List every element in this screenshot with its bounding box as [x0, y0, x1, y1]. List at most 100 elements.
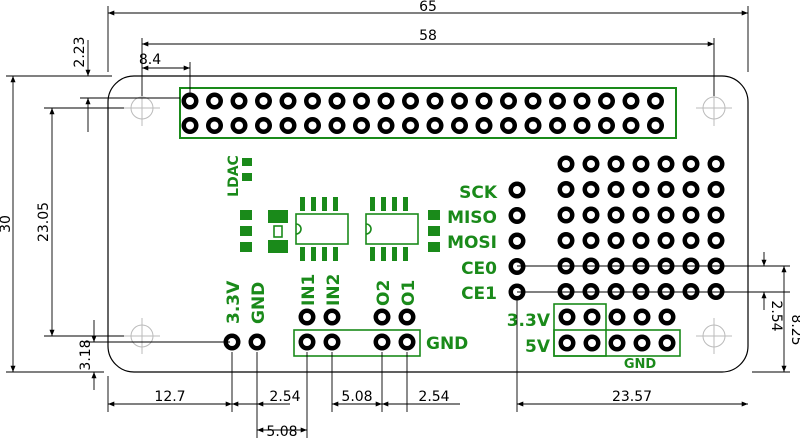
dim-width-total: 65: [419, 0, 437, 15]
dim-right-height: 8.25: [788, 314, 800, 345]
power-pad-hole: [563, 313, 571, 321]
dim-bottom-x4: 2.54: [418, 389, 449, 405]
gpio-pad-hole: [529, 121, 537, 130]
power-pad-hole: [588, 313, 596, 321]
proto-pad-hole: [662, 185, 670, 194]
power-pad-hole: [613, 339, 621, 347]
proto-pad-hole: [687, 185, 695, 194]
dim-right-span: 23.57: [612, 389, 652, 405]
ldac-label: LDAC: [226, 155, 242, 197]
proto-pad-hole: [637, 211, 645, 219]
gpio-pad-hole: [627, 121, 635, 130]
spi-pins: [508, 181, 526, 301]
proto-pad-hole: [662, 287, 670, 296]
proto-pad-hole: [637, 236, 645, 245]
dim-height-total: 30: [0, 215, 14, 233]
proto-pad-hole: [587, 160, 595, 168]
power-pad-hole: [563, 339, 571, 347]
mounting-holes: [124, 90, 732, 354]
spi-label-ce0: CE0: [461, 259, 497, 279]
spi-label-miso: MISO: [447, 208, 497, 228]
gpio-pins: [181, 92, 664, 134]
spi-label-sck: SCK: [459, 183, 498, 203]
gpio-pad-hole: [455, 121, 464, 130]
gpio-pad-hole: [186, 97, 194, 105]
pwr-33-label: 3.3V: [507, 311, 551, 331]
gpio-header: [179, 87, 677, 139]
gpio-pad-hole: [602, 121, 611, 130]
proto-pad-hole: [562, 160, 570, 168]
gpio-pad-hole: [602, 97, 611, 105]
io-pad-hole: [378, 313, 386, 321]
gpio-pad-hole: [333, 97, 341, 105]
io-box: [293, 329, 421, 357]
o1-label: O1: [399, 280, 419, 306]
gpio-pad-hole: [455, 97, 464, 105]
proto-pad-hole: [612, 287, 620, 296]
gnd-left-label: GND: [249, 282, 269, 324]
gpio-pad-hole: [553, 97, 562, 105]
gpio-pad-hole: [578, 97, 586, 105]
proto-pad-hole: [687, 160, 695, 168]
gpio-pad-hole: [553, 121, 562, 130]
proto-pad-hole: [712, 160, 720, 168]
gpio-pad-hole: [431, 97, 439, 105]
proto-pad-hole: [712, 185, 720, 194]
proto-pad-hole: [587, 236, 595, 245]
gpio-pad-hole: [308, 121, 317, 130]
io-pad-hole: [328, 313, 336, 321]
proto-pad-hole: [687, 211, 695, 219]
supply-pad-hole: [253, 338, 261, 346]
power-pins: [558, 308, 676, 352]
gpio-pad-hole: [284, 121, 292, 130]
io-pins: [223, 308, 416, 351]
io-pad-hole: [403, 313, 411, 321]
proto-pad-hole: [562, 236, 570, 245]
gpio-pad-hole: [210, 121, 219, 130]
gpio-pad-hole: [357, 121, 366, 130]
gpio-pad-hole: [235, 97, 243, 105]
o2-label: O2: [374, 280, 394, 306]
dim-header-offset-y: 2.23: [72, 36, 88, 67]
dim-bottom-x3: 5.08: [341, 389, 372, 405]
proto-pad-hole: [687, 287, 695, 296]
gpio-pad-hole: [578, 121, 586, 130]
dim-header-offset-x: 8.4: [139, 52, 161, 68]
proto-pad-hole: [637, 287, 645, 296]
io-pad-hole: [303, 338, 311, 346]
gpio-pad-hole: [431, 121, 439, 130]
gpio-pad-hole: [259, 97, 268, 105]
gpio-pad-hole: [333, 121, 341, 130]
dim-hole-spacing-y: 23.05: [36, 202, 52, 242]
proto-pad-hole: [562, 185, 570, 194]
power-pad-hole: [663, 339, 671, 347]
gpio-pad-hole: [210, 97, 219, 105]
gpio-pad-hole: [382, 97, 390, 105]
proto-pad-hole: [687, 236, 695, 245]
io-pad-hole: [328, 338, 336, 346]
proto-pad-hole: [587, 185, 595, 194]
pwr-5v-label: 5V: [525, 337, 551, 357]
power-pad-hole: [638, 339, 646, 347]
dim-header-span: 58: [419, 28, 437, 44]
gpio-pad-hole: [308, 97, 317, 105]
gpio-pad-hole: [504, 97, 513, 105]
chip-2: [365, 197, 419, 261]
in1-label: IN1: [299, 274, 319, 306]
proto-pad-hole: [662, 236, 670, 245]
gnd-mid-label: GND: [426, 334, 468, 354]
gpio-pad-hole: [284, 97, 292, 105]
chip-1: [295, 197, 349, 261]
proto-grid: [557, 155, 725, 300]
spi-pad-hole: [513, 211, 521, 220]
spi-pad-hole: [513, 186, 521, 194]
power-pad-hole: [613, 313, 621, 321]
smd-components: [240, 158, 440, 253]
proto-pad-hole: [612, 185, 620, 194]
io-pad-hole: [303, 313, 311, 321]
gpio-pad-hole: [259, 121, 268, 130]
gpio-pad-hole: [529, 97, 537, 105]
gpio-pad-hole: [480, 121, 488, 130]
proto-pad-hole: [712, 236, 720, 245]
